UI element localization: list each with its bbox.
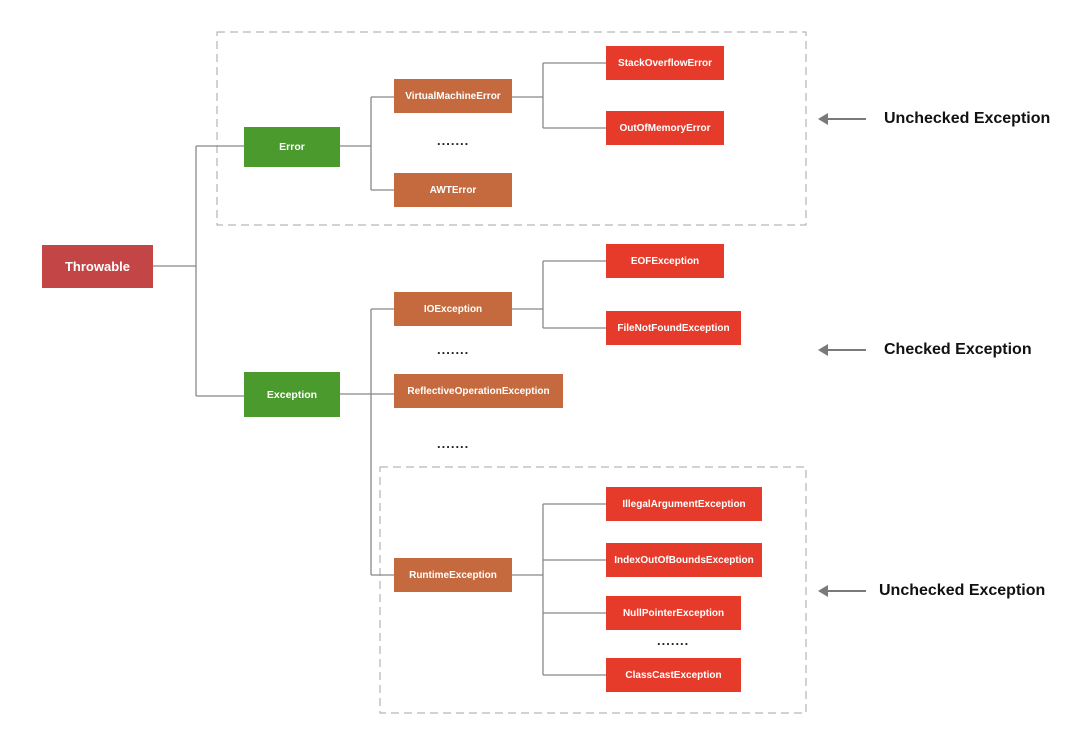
null-pointer-exception-node: NullPointerException [606, 596, 741, 630]
ellipsis-error-children: ....... [437, 133, 470, 148]
runtime-group-box [379, 466, 807, 714]
illegal-argument-exception-node: IllegalArgumentException [606, 487, 762, 521]
index-out-of-bounds-exception-node: IndexOutOfBoundsException [606, 543, 762, 577]
arrow-left-icon [818, 585, 866, 597]
exception-node: Exception [244, 372, 340, 417]
connector-error [340, 96, 394, 191]
eof-exception-node: EOFException [606, 244, 724, 278]
ellipsis-runtime-children: ....... [657, 633, 690, 648]
arrow-left-icon [818, 113, 866, 125]
file-not-found-exception-node: FileNotFoundException [606, 311, 741, 345]
ellipsis-exception-lower: ....... [437, 436, 470, 451]
unchecked-exception-label-top: Unchecked Exception [884, 110, 1051, 127]
reflective-operation-exception-node: ReflectiveOperationException [394, 374, 563, 408]
stack-overflow-error-node: StackOverflowError [606, 46, 724, 80]
connector-throwable [153, 145, 244, 397]
virtual-machine-error-node: VirtualMachineError [394, 79, 512, 113]
throwable-node: Throwable [42, 245, 153, 288]
connector-io-exception [512, 260, 606, 329]
connector-runtime-exception [512, 503, 606, 676]
checked-exception-label: Checked Exception [884, 341, 1032, 358]
unchecked-exception-label-bottom: Unchecked Exception [879, 582, 1046, 599]
connector-vm-error [512, 62, 606, 129]
connector-exception [340, 308, 394, 576]
io-exception-node: IOException [394, 292, 512, 326]
out-of-memory-error-node: OutOfMemoryError [606, 111, 724, 145]
class-cast-exception-node: ClassCastException [606, 658, 741, 692]
error-node: Error [244, 127, 340, 167]
runtime-exception-node: RuntimeException [394, 558, 512, 592]
awt-error-node: AWTError [394, 173, 512, 207]
arrow-left-icon [818, 344, 866, 356]
ellipsis-exception-mid: ....... [437, 342, 470, 357]
